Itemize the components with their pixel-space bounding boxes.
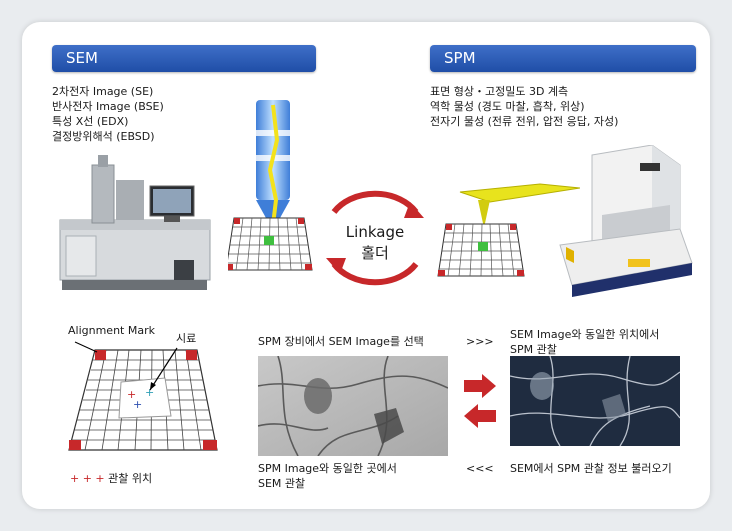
linkage-label: Linkage [345, 223, 405, 241]
spm-instrument-image [559, 145, 693, 297]
step-back-arrows: <<< [466, 462, 494, 475]
sem-header: SEM [52, 45, 316, 72]
linkage-cycle-arrows [326, 190, 424, 286]
svg-text:+: + [145, 386, 154, 399]
sample-grid-diagram: + + + [68, 341, 218, 451]
spm-item-mechanical: 역학 물성 (경도 마찰, 흡착, 위상) [430, 100, 585, 113]
spm-header: SPM [430, 45, 696, 72]
step-spm-observe: SEM Image와 동일한 위치에서 SPM 관찰 [510, 328, 660, 356]
step-load-spm-info: SEM에서 SPM 관찰 정보 불러오기 [510, 462, 672, 475]
sem-item-bse: 반사전자 Image (BSE) [52, 100, 164, 113]
holder-label: 홀더 [361, 244, 389, 262]
spm-title: SPM [444, 49, 476, 67]
sem-item-edx: 특성 X선 (EDX) [52, 115, 129, 128]
spm-image [510, 356, 680, 446]
sem-item-ebsd: 결정방위해석 (EBSD) [52, 130, 155, 143]
step-forward-arrows: >>> [466, 335, 494, 348]
observation-legend: + + + 관찰 위치 [70, 471, 152, 486]
legend-text: 관찰 위치 [108, 472, 153, 485]
spm-item-topography: 표면 형상・고정밀도 3D 계측 [430, 85, 569, 98]
spm-item-electromagnetic: 전자기 물성 (전류 전위, 압전 응답, 자성) [430, 115, 619, 128]
sem-item-se: 2차전자 Image (SE) [52, 85, 154, 98]
exchange-arrows [464, 374, 496, 428]
spm-cantilever-illustration [437, 183, 580, 277]
sample-label: 시료 [176, 332, 197, 345]
sem-instrument-image [59, 155, 211, 290]
sem-beam-illustration [228, 100, 313, 271]
svg-text:+: + [133, 398, 142, 411]
svg-text:+: + [127, 388, 136, 401]
sem-micrograph-image [258, 356, 448, 456]
legend-marks: + + + [70, 472, 105, 485]
sem-title: SEM [66, 49, 98, 67]
step-select-sem-image: SPM 장비에서 SEM Image를 선택 [258, 335, 424, 348]
alignment-mark-label: Alignment Mark [68, 324, 155, 337]
step-sem-observe: SPM Image와 동일한 곳에서 SEM 관찰 [258, 462, 397, 490]
